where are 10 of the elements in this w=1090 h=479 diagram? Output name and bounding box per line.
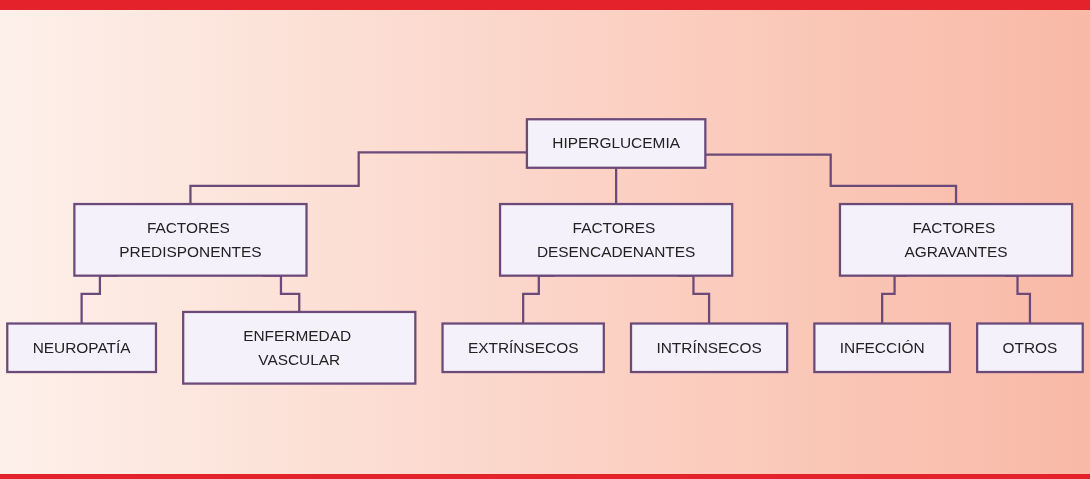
node-box: FACTORES PREDISPONENTES — [73, 202, 308, 277]
node-box: HIPERGLUCEMIA — [525, 117, 707, 169]
node-box: FACTORES DESENCADENANTES — [498, 202, 734, 277]
node-box: NEUROPATÍA — [6, 321, 158, 373]
node-box: EXTRÍNSECOS — [441, 321, 605, 373]
node-box: OTROS — [976, 321, 1084, 373]
node-box: ENFERMEDAD VASCULAR — [182, 310, 417, 385]
node-box: FACTORES AGRAVANTES — [838, 202, 1074, 277]
node-box: INFECCIÓN — [813, 321, 952, 373]
node-box: INTRÍNSECOS — [629, 321, 789, 373]
